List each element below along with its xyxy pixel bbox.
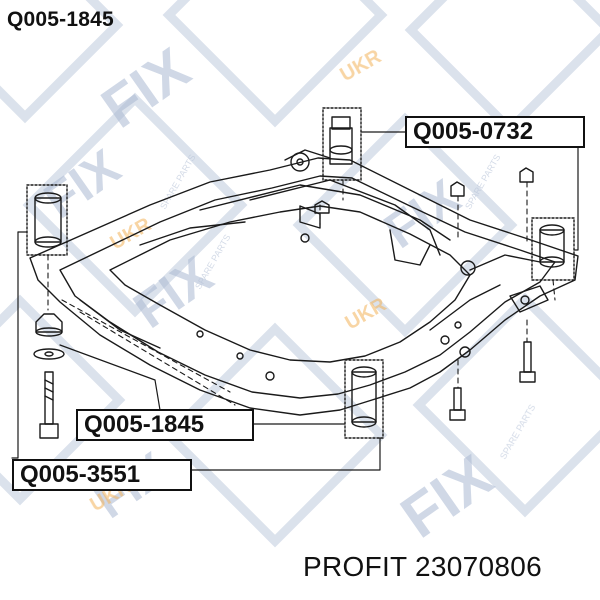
left-hardware — [33, 313, 65, 439]
part-code-title: Q005-1845 — [7, 8, 114, 31]
right-hardware — [314, 167, 536, 421]
callout-q005-0732: Q005-0732 — [405, 116, 585, 148]
bushing-top — [322, 107, 362, 181]
bushing-left — [26, 184, 68, 256]
bushing-right — [531, 217, 575, 281]
subframe-outline — [29, 149, 579, 416]
footer-reference: PROFIT 23070806 — [303, 551, 543, 582]
callout-q005-1845: Q005-1845 — [76, 409, 254, 441]
callout-q005-3551: Q005-3551 — [12, 459, 192, 491]
assembly-lines — [47, 179, 556, 406]
bushing-bottom — [344, 359, 384, 439]
